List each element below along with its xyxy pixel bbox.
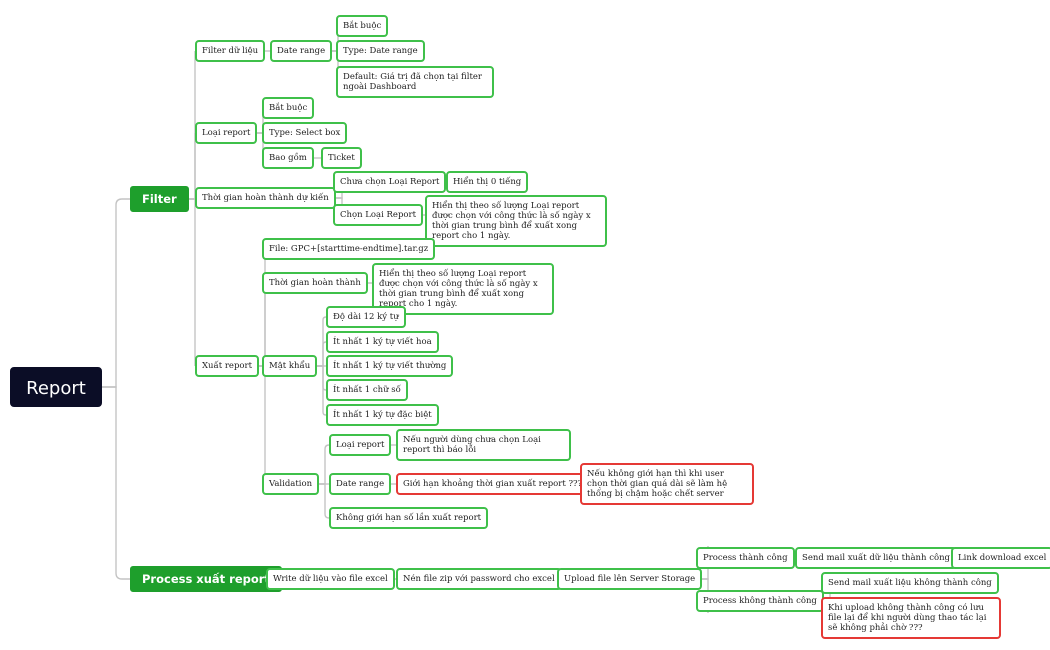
node-password-rule[interactable]: Ít nhất 1 ký tự viết hoa xyxy=(326,331,439,353)
connector-line xyxy=(259,365,266,488)
node-loai-report[interactable]: Loại report xyxy=(195,122,258,144)
node-filter-du-lieu[interactable]: Filter dữ liệu xyxy=(195,40,266,62)
connector-line xyxy=(189,133,196,200)
node-loai-report-bao-gom[interactable]: Bao gồm xyxy=(262,147,314,169)
node-date-range-default[interactable]: Default: Giá trị đã chọn tại filter ngoà… xyxy=(336,66,494,98)
node-date-range-warning[interactable]: Nếu không giới hạn thì khi user chọn thờ… xyxy=(580,463,754,505)
branch-node-filter[interactable]: Filter xyxy=(130,186,189,212)
connector-line xyxy=(259,245,266,367)
node-loai-report-type[interactable]: Type: Select box xyxy=(262,122,348,144)
node-password-rule[interactable]: Ít nhất 1 chữ số xyxy=(326,379,408,401)
node-fail-mail[interactable]: Send mail xuất liệu không thành công xyxy=(821,572,999,594)
node-zip-password[interactable]: Nén file zip với password cho excel xyxy=(396,568,562,590)
node-date-range[interactable]: Date range xyxy=(270,40,333,62)
node-thoi-gian-du-kien[interactable]: Thời gian hoàn thành dự kiến xyxy=(195,187,336,209)
branch-node-process[interactable]: Process xuất report xyxy=(130,566,282,592)
node-process-success[interactable]: Process thành công xyxy=(696,547,795,569)
node-date-range-type[interactable]: Type: Date range xyxy=(336,40,425,62)
node-write-excel[interactable]: Write dữ liệu vào file excel xyxy=(266,568,395,590)
node-chon-loai-report[interactable]: Chọn Loại Report xyxy=(333,204,423,226)
connector-line xyxy=(319,444,330,485)
connector-line xyxy=(317,365,327,391)
node-password-rule[interactable]: Ít nhất 1 ký tự đặc biệt xyxy=(326,404,439,426)
connector-line xyxy=(317,365,327,416)
connector-line xyxy=(317,341,327,367)
node-khong-gioi-han[interactable]: Không giới hạn số lần xuất report xyxy=(329,507,489,529)
node-validation-loai-report[interactable]: Loại report xyxy=(329,434,392,456)
connector-line xyxy=(317,316,327,367)
node-thoi-gian-hoan-thanh-result[interactable]: Hiển thị theo số lượng Loại report được … xyxy=(372,263,554,315)
node-file-name[interactable]: File: GPC+[starttime-endtime].tar.gz xyxy=(262,238,436,260)
node-ticket[interactable]: Ticket xyxy=(321,147,362,169)
node-xuat-report[interactable]: Xuất report xyxy=(195,355,259,377)
connector-line xyxy=(319,483,330,519)
node-validation-date-range[interactable]: Date range xyxy=(329,473,392,495)
connector-line xyxy=(102,386,130,580)
node-chua-chon-loai-report[interactable]: Chưa chọn Loại Report xyxy=(333,171,447,193)
node-thoi-gian-hoan-thanh[interactable]: Thời gian hoàn thành xyxy=(262,272,368,294)
node-password-rule[interactable]: Ít nhất 1 ký tự viết thường xyxy=(326,355,454,377)
connector-line xyxy=(102,198,130,388)
node-success-mail[interactable]: Send mail xuất dữ liệu thành công xyxy=(795,547,957,569)
node-loai-report-required[interactable]: Bắt buộc xyxy=(262,97,315,119)
node-validation-loai-report-error[interactable]: Nếu người dùng chưa chọn Loại report thì… xyxy=(396,429,571,461)
node-process-fail[interactable]: Process không thành công xyxy=(696,590,824,612)
node-date-range-limit-question[interactable]: Giới hạn khoảng thời gian xuất report ??… xyxy=(396,473,590,495)
node-chon-loai-report-result[interactable]: Hiển thị theo số lượng Loại report được … xyxy=(425,195,607,247)
node-password-rule[interactable]: Độ dài 12 ký tự xyxy=(326,306,406,328)
node-fail-retry-question[interactable]: Khi upload không thành công có lưu file … xyxy=(821,597,1001,639)
connector-line xyxy=(189,198,196,366)
node-date-range-required[interactable]: Bắt buộc xyxy=(336,15,389,37)
root-node-report[interactable]: Report xyxy=(10,367,102,407)
node-hien-thi-0-tieng[interactable]: Hiển thị 0 tiếng xyxy=(446,171,529,193)
node-validation[interactable]: Validation xyxy=(262,473,320,495)
node-mat-khau[interactable]: Mật khẩu xyxy=(262,355,318,377)
node-download-link[interactable]: Link download excel xyxy=(951,547,1050,569)
node-upload-storage[interactable]: Upload file lên Server Storage xyxy=(557,568,703,590)
